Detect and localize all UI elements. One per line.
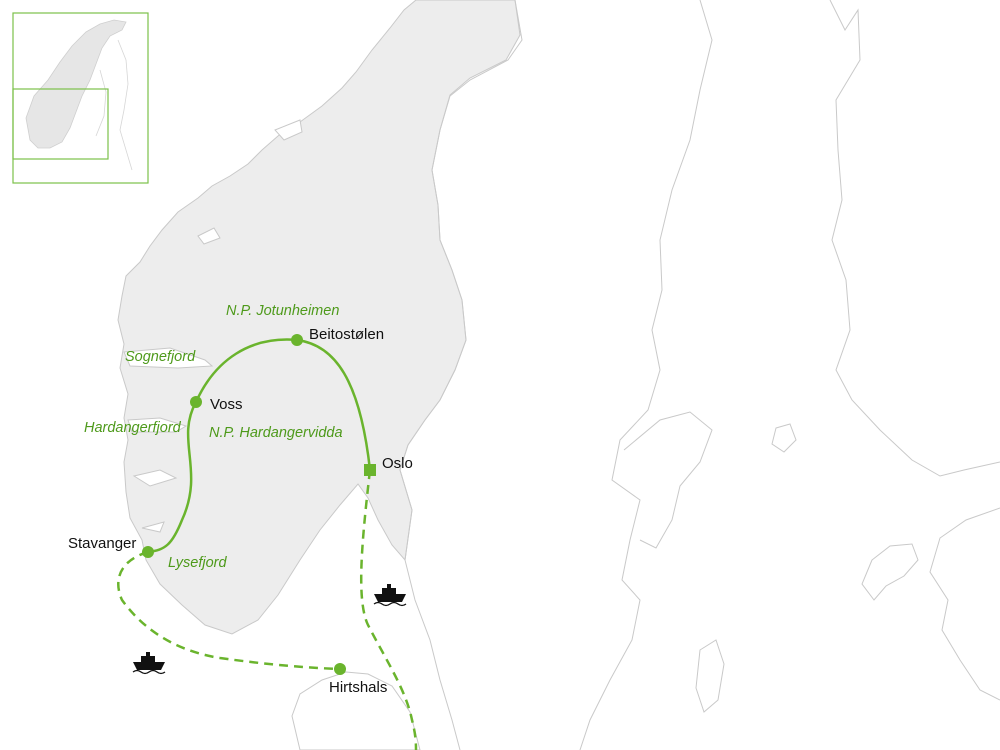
fjord-cuts [123, 119, 303, 533]
city-marker-beitostolen [291, 334, 303, 346]
route-line [147, 338, 372, 554]
city-label-oslo: Oslo [382, 455, 413, 472]
inset-coast-east [117, 39, 133, 171]
city-marker-stavanger [142, 546, 154, 558]
city-marker-voss [190, 396, 202, 408]
city-label-beitostolen: Beitostølen [309, 326, 384, 343]
ship-icon [373, 584, 407, 607]
city-label-stavanger: Stavanger [68, 535, 136, 552]
city-label-hirtshals: Hirtshals [329, 679, 387, 696]
place-label-sognefjord: Sognefjord [125, 349, 196, 365]
eastern-coastlines [399, 0, 1000, 750]
inset-coast-east-2 [95, 69, 107, 137]
inset-land [25, 19, 127, 149]
city-marker-hirtshals [334, 663, 346, 675]
city-label-voss: Voss [210, 396, 243, 413]
place-label-lysefjord: Lysefjord [168, 555, 228, 571]
ferry-route-stavanger [117, 550, 341, 671]
inset-highlight [12, 88, 109, 160]
place-label-hardangerfjord: Hardangerfjord [84, 420, 182, 436]
ship-icon [132, 652, 166, 675]
place-label-hardangervidda: N.P. Hardangervidda [209, 425, 343, 441]
ferry-route-oslo [359, 469, 418, 750]
city-marker-oslo [364, 464, 376, 476]
place-label-jotunheimen: N.P. Jotunheimen [226, 303, 339, 319]
inset-map [12, 12, 149, 184]
